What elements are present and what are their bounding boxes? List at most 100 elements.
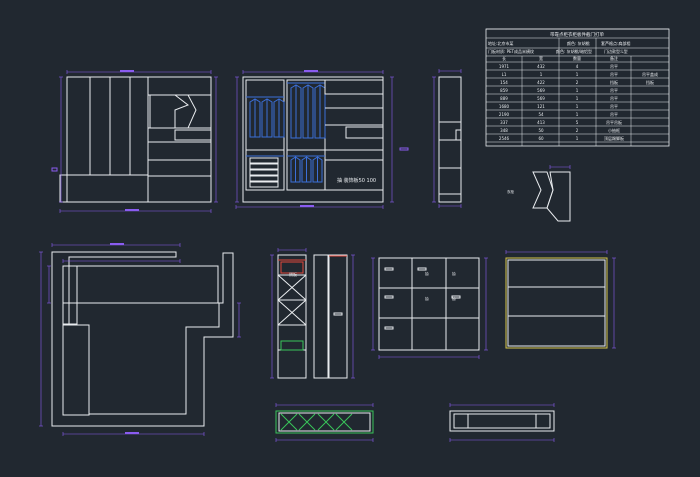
garment-hanger (290, 156, 301, 183)
table-cell: 1 (576, 112, 579, 117)
garment-hanger (261, 98, 273, 138)
table-cell: 1 (576, 88, 579, 93)
table-cell: 吊平 (610, 88, 618, 93)
plinth-brace (298, 413, 316, 431)
plan-view-outline (51, 251, 234, 427)
folded-clothes (249, 163, 279, 170)
table-cell: 50 (538, 128, 544, 133)
table-cell: 413 (537, 120, 545, 125)
dimension-label (300, 205, 314, 207)
table-cell: 569 (537, 88, 545, 93)
table-cell: 吊平吊板 (606, 119, 622, 125)
table-cell: 顶层踢脚板 (604, 135, 624, 141)
dimension-label (125, 432, 139, 434)
side-detail (455, 129, 462, 141)
folded-clothes (249, 181, 279, 188)
plinth-strip-right-inner (453, 413, 551, 429)
tall-unit-top-box (280, 261, 304, 274)
side-label: 衣柜 (507, 189, 515, 194)
panel-label-2: 抽 (452, 271, 456, 276)
lower-hanging-left (245, 149, 285, 191)
folded-clothes (249, 157, 279, 164)
table-cell: 60 (538, 136, 544, 141)
cabinet-handle (384, 267, 394, 271)
table-cell: 154 (500, 80, 508, 85)
plan-inner-wall (62, 265, 78, 325)
table-cell: 1 (540, 72, 543, 77)
corner-detail-right (546, 171, 571, 222)
plan-left-run (62, 324, 90, 416)
plinth-strip-right (449, 410, 555, 432)
hanging-compartment-right (286, 79, 326, 151)
table-cell: 432 (537, 64, 545, 69)
panel-label-1: 抽 (425, 271, 429, 276)
schedule-header-width: 宽 (539, 55, 543, 61)
plan-top-run (62, 265, 219, 304)
table-cell: 1 (576, 72, 579, 77)
back-panel (505, 257, 608, 349)
table-cell: 挡板 (646, 79, 654, 85)
drawer-row (147, 159, 212, 177)
panel-label-3: 抽 (425, 296, 429, 301)
table-cell: 吊平 (610, 104, 618, 109)
table-cell: 小抽框 (608, 127, 620, 133)
angled-corner-shelf-right (187, 94, 212, 129)
tall-unit-door (328, 254, 348, 379)
garment-hanger (314, 84, 326, 139)
table-cell: 569 (537, 96, 545, 101)
table-cell: 2546 (499, 136, 510, 141)
table-cell: 吊平 (610, 96, 618, 101)
schedule-header-qty: 数量 (573, 55, 581, 61)
table-cell: 1971 (499, 64, 510, 69)
drawer-label: 抽 装饰板50 100 (337, 177, 376, 184)
folded-clothes (249, 169, 279, 176)
table-cell: 5 (576, 120, 579, 125)
top-right-cabinet (324, 79, 384, 95)
schedule-table: 带靠点柜衣柜板件截门打单 地址:北京市某 门板材质: PET成品米横纹 颜色: … (485, 28, 670, 147)
cross-bracing (277, 274, 307, 326)
dimension-label (110, 243, 124, 245)
garment-hanger (290, 84, 302, 139)
garment-hanger (302, 84, 314, 139)
schedule-info-left-1: 地址:北京市某 (488, 40, 513, 46)
side-base (438, 167, 462, 195)
plinth-brace (280, 413, 298, 431)
table-cell: 吊平 (610, 72, 618, 77)
dimension-label (125, 209, 139, 211)
back-panel-inner (507, 259, 606, 347)
small-drawer (174, 129, 212, 141)
door-handle (333, 312, 343, 316)
cabinet-handle (384, 326, 394, 330)
table-cell: 1 (576, 96, 579, 101)
table-cell: 1680 (499, 104, 510, 109)
table-cell: 4 (576, 64, 579, 69)
cabinet-handle (417, 267, 427, 271)
schedule-info-right-1: 套芦格点:肩部相 (601, 40, 630, 46)
tall-unit-drawer (280, 340, 304, 351)
table-cell: 吊平盖成 (642, 71, 658, 77)
schedule-info-left-2: 门板材质: PET成品米横纹 (488, 48, 534, 54)
table-cell: 121 (537, 104, 545, 109)
garment-hanger (301, 156, 312, 183)
table-cell: 2190 (499, 112, 510, 117)
plinth-brace (317, 413, 335, 431)
plinth-strip-left (275, 410, 374, 434)
table-cell: 859 (500, 88, 508, 93)
schedule-info-mid-2: 颜色: 灰胡桃/暗铝型 (556, 48, 592, 54)
cabinet-handle (384, 295, 394, 299)
schedule-header-note: 备注 (610, 55, 618, 61)
table-cell: 1 (576, 104, 579, 109)
angled-corner-shelf (149, 94, 190, 129)
folded-clothes (249, 175, 279, 182)
dimension-marker (51, 167, 58, 172)
tall-unit-front (277, 254, 307, 379)
hanging-compartment-left (245, 79, 285, 151)
cabinet-grid-elevation (378, 257, 480, 351)
table-cell: 889 (500, 96, 508, 101)
cabinet-handle (451, 295, 461, 299)
wardrobe-interior-elevation (242, 76, 384, 203)
base-drawer-block (59, 174, 149, 203)
shelf-label: 隔板 (289, 271, 297, 277)
table-cell: 337 (500, 120, 508, 125)
